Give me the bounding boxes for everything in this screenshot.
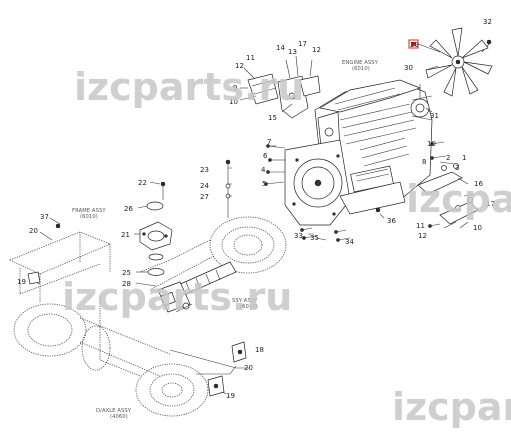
callout-20b: 20	[244, 364, 253, 372]
frame-dotted	[8, 231, 112, 302]
callout-7: 7	[267, 138, 271, 146]
callout-10b: 10	[427, 140, 436, 148]
callout-27: 27	[200, 193, 209, 201]
engine-bolts	[264, 39, 492, 242]
callout-26: 26	[124, 205, 133, 213]
frame-assy-label: FRAME ASSY	[72, 208, 106, 214]
watermarks: izcparts.ru izcparts.ru izcpart izcpar	[62, 65, 511, 429]
engine-mount-left	[247, 73, 321, 119]
callout-12: 12	[235, 62, 244, 70]
callout-20: 20	[29, 227, 38, 235]
frame-assy-code: (6010)	[80, 214, 98, 220]
callout-6: 6	[263, 152, 268, 160]
rear-axle-dotted	[13, 296, 209, 417]
callout-numbers: 32 29 30 31 11 12 9 10 14 13 17 12 15 7 …	[17, 18, 495, 400]
callout-16: 16	[474, 180, 483, 188]
ssy-assy-code: (6010)	[240, 304, 258, 310]
callout-11: 11	[246, 54, 255, 62]
callout-30: 30	[404, 64, 413, 72]
callout-11b: 11	[416, 222, 425, 230]
callout-32: 32	[483, 18, 492, 26]
callout-36: 36	[387, 217, 396, 225]
callout-24: 24	[200, 182, 209, 190]
front-axle-dotted	[139, 216, 287, 291]
callout-8: 8	[422, 158, 426, 166]
callout-5: 5	[262, 180, 266, 188]
callout-33: 33	[294, 232, 303, 240]
callout-10c: 10	[473, 224, 482, 232]
watermark-bottom: izcpar	[392, 385, 511, 429]
watermark-top: izcparts.ru	[74, 65, 304, 109]
callout-28: 28	[122, 280, 131, 288]
callout-23: 23	[200, 166, 209, 174]
d-axle-assy-label: D/AXLE ASSY	[96, 408, 132, 414]
axle-bolts	[27, 223, 247, 397]
callout-19: 19	[17, 278, 26, 286]
callout-34: 34	[345, 238, 354, 246]
engine-assy-label: ENGINE ASSY	[342, 60, 379, 66]
cooling-fan	[408, 27, 493, 97]
ssy-assy-label: SSY ASSY	[232, 298, 258, 304]
callout-17: 17	[298, 40, 307, 48]
callout-37: 37	[40, 213, 49, 221]
leader-lines	[29, 43, 475, 395]
callout-29: 29	[410, 41, 419, 49]
engine-assy-code: (6010)	[352, 66, 370, 72]
callout-18: 18	[255, 346, 264, 354]
callout-9: 9	[233, 84, 237, 92]
callout-14: 14	[276, 44, 285, 52]
watermark-right: izcpart	[406, 177, 511, 221]
d-axle-assy-code: (4060)	[110, 414, 128, 420]
callout-1: 1	[462, 154, 466, 162]
engine-assembly	[284, 79, 433, 226]
callout-4: 4	[261, 166, 266, 174]
callout-13: 13	[288, 48, 297, 56]
engine-mount-right	[417, 163, 479, 225]
callout-2: 2	[446, 154, 450, 162]
watermark-middle: izcparts.ru	[62, 275, 292, 319]
callout-10: 10	[229, 98, 238, 106]
callout-12b: 12	[312, 46, 321, 54]
callout-12c: 12	[418, 232, 427, 240]
callout-19b: 19	[226, 392, 235, 400]
callout-31: 31	[430, 112, 439, 120]
callout-17b: 17	[486, 200, 495, 208]
callout-22: 22	[138, 179, 147, 187]
transmission-parts	[139, 159, 237, 313]
callout-3: 3	[455, 164, 459, 172]
callout-25: 25	[122, 269, 131, 277]
callout-21: 21	[121, 231, 130, 239]
callout-35: 35	[310, 234, 319, 242]
callout-15: 15	[268, 114, 277, 122]
